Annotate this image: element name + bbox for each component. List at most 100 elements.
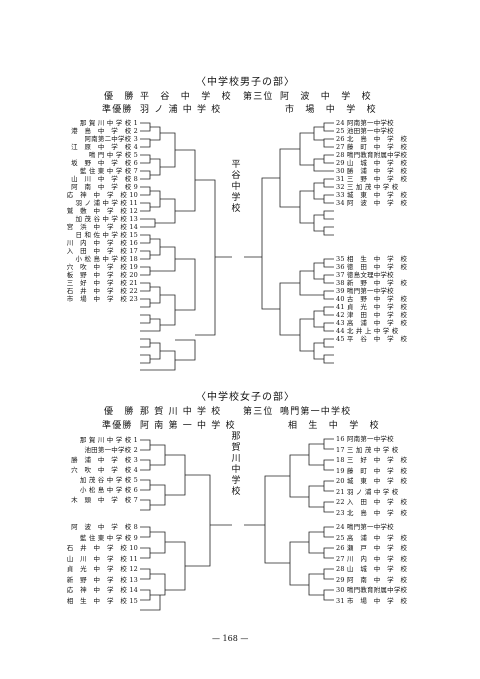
team-entry: 26 瀬 戸 中 学 校 [336,544,408,552]
team-entry: 34 阿 波 中 学 校 [336,199,408,207]
team-entry: 43 高 浦 中 学 校 [336,319,408,327]
team-entry: 石 井 中 学 校 10 [66,544,138,552]
team-entry: 27 藤 町 中 学 校 [336,143,408,151]
team-entry: 39 鳴門第一中学校 [336,287,394,295]
girls-third-1: 鳴門第一中学校 [280,407,352,417]
team-entry: 石 井 中 学 校 22 [66,287,138,295]
team-entry: 28 鳴門教育附属中学校 [336,151,408,159]
team-entry: 穴 吹 中 学 校 4 [71,466,138,474]
team-entry: 鳴 門 中 学 校 5 [88,151,138,159]
team-entry: 小 松 島 中 学 校 6 [79,486,138,494]
team-entry: 31 三 野 中 学 校 [336,175,408,183]
team-entry: 31 市 場 中 学 校 [336,596,408,605]
boys-right-team-list-bottom: 35 相 生 中 学 校 36 徳 田 中 学 校 37 徳島文理中学校 38 … [336,255,436,343]
team-entry: 市 場 中 学 校 23 [66,295,138,303]
team-entry: 45 平 谷 中 学 校 [336,335,408,343]
team-entry: 応 神 中 学 校 14 [66,586,138,594]
team-entry: 41 貞 光 中 学 校 [336,303,408,311]
girls-third-2: 相 生 中 学 校 [288,421,380,431]
team-entry: 阿 波 中 学 校 8 [71,523,138,531]
boys-runner: 羽 ノ 浦 中 学 校 [140,105,222,115]
team-entry: 40 古 野 中 学 校 [336,295,408,303]
team-entry: 32 三 加 茂 中 学 校 [336,183,399,191]
team-entry: 入 田 中 学 校 17 [66,247,138,255]
team-entry: 藍 住 東 中 学 校 9 [79,533,138,542]
girls-champion-vertical: 那賀川中学校 [231,432,241,497]
team-entry: 板 野 中 学 校 20 [66,271,138,279]
team-entry: 貞 光 中 学 校 12 [66,565,138,573]
team-entry: 加 茂 谷 中 学 校 13 [75,215,138,223]
team-entry: 那 賀 川 中 学 校 1 [79,119,138,127]
team-entry: 18 三 好 中 学 校 [336,456,408,464]
girls-right-team-list-top: 16 阿南第一中学校 17 三 加 茂 中 学 校 18 三 好 中 学 校 1… [336,434,436,518]
team-entry: 山 川 中 学 校 11 [66,554,138,563]
team-entry: 山 川 中 学 校 8 [71,175,138,183]
team-entry: 44 北 井 上 中 学 校 [336,327,399,335]
team-entry: 小 松 島 中 学 校 18 [75,255,138,263]
team-entry: 16 阿南第一中学校 [336,435,394,443]
boys-champion-vertical: 平谷中学校 [231,160,241,214]
team-entry: 宮 浜 中 学 校 14 [66,223,138,231]
team-entry: 藍 住 東 中 学 校 7 [79,167,138,175]
boys-third-1: 阿 波 中 学 校 [280,92,372,102]
team-entry: 坂 野 中 学 校 6 [71,159,138,167]
team-entry: 23 北 島 中 学 校 [336,508,408,517]
team-entry: 鷲 敷 中 学 校 12 [66,207,138,215]
team-entry: 日 和 佐 中 学 校 15 [75,231,138,239]
team-entry: 新 野 中 学 校 13 [66,575,138,584]
girls-winner: 那 賀 川 中 学 校 [140,407,222,417]
team-entry: 30 鳴門教育附属中学校 [336,586,408,594]
girls-right-team-list-bottom: 24 鳴門第一中学校 25 高 浦 中 学 校 26 瀬 戸 中 学 校 27 … [336,522,436,606]
team-entry: 25 高 浦 中 学 校 [336,533,408,542]
team-entry: 42 津 田 中 学 校 [336,311,408,319]
team-entry: 勝 浦 中 学 校 3 [71,456,138,464]
boys-third-2: 市 場 中 学 校 [285,105,377,115]
team-entry: 阿 南 中 学 校 9 [71,183,138,191]
team-entry: 19 藤 町 中 学 校 [336,466,408,475]
team-entry: 17 三 加 茂 中 学 校 [336,445,399,454]
girls-runner-label: 準優勝 [102,421,133,431]
team-entry: 27 川 内 中 学 校 [336,554,408,563]
team-entry: 羽 ノ 浦 中 学 校 11 [75,199,138,207]
team-entry: 24 鳴門第一中学校 [336,523,394,531]
boys-right-team-list-top: 24 阿南第一中学校 25 池田第一中学校 26 北 島 中 学 校 27 藤 … [336,119,436,207]
girls-heading: 〈中学校女子の部〉 [196,392,295,403]
team-entry: 28 山 城 中 学 校 [336,565,408,573]
boys-winner-label: 優 勝 [104,92,135,102]
team-entry: 25 池田第一中学校 [336,127,394,135]
boys-third-label: 第三位 [243,92,274,102]
team-entry: 穴 吹 中 学 校 19 [66,263,138,271]
girls-left-team-list-bottom: 阿 波 中 学 校 8 藍 住 東 中 学 校 9 石 井 中 学 校 10 山… [48,522,138,606]
team-entry: 港 島 中 学 校 2 [71,127,138,135]
team-entry: 加 茂 谷 中 学 校 5 [79,476,138,484]
team-entry: 21 羽 ノ 浦 中 学 校 [336,487,399,496]
team-entry: 29 阿 南 中 学 校 [336,575,408,584]
team-entry: 那 賀 川 中 学 校 1 [79,436,138,444]
team-entry: 江 原 中 学 校 4 [71,143,138,151]
team-entry: 相 生 中 学 校 15 [66,596,138,605]
boys-left-team-list: 那 賀 川 中 学 校 1 港 島 中 学 校 2 阿南第二中学校 3 江 原 … [48,119,138,303]
girls-third-label: 第三位 [243,407,274,417]
team-entry: 木 頭 中 学 校 7 [71,496,138,504]
page-number: — 168 — [212,634,249,643]
team-entry: 三 好 中 学 校 21 [66,279,138,287]
team-entry: 池田第一中学校 2 [84,446,138,454]
team-entry: 38 新 野 中 学 校 [336,279,408,287]
boys-winner: 平 谷 中 学 校 [140,92,232,102]
boys-heading: 〈中学校男子の部〉 [196,77,295,88]
team-entry: 30 勝 浦 中 学 校 [336,167,408,175]
team-entry: 37 徳島文理中学校 [336,271,394,279]
team-entry: 36 徳 田 中 学 校 [336,263,408,271]
team-entry: 26 北 島 中 学 校 [336,135,408,143]
team-entry: 22 入 田 中 学 校 [336,498,408,506]
girls-runner: 阿 南 第 一 中 学 校 [140,421,236,431]
team-entry: 20 城 東 中 学 校 [336,477,408,485]
team-entry: 応 神 中 学 校 10 [66,191,138,199]
team-entry: 33 城 東 中 学 校 [336,191,408,199]
team-entry: 29 山 城 中 学 校 [336,159,408,167]
boys-runner-label: 準優勝 [102,105,133,115]
girls-left-team-list-top: 那 賀 川 中 学 校 1 池田第一中学校 2 勝 浦 中 学 校 3 穴 吹 … [48,435,138,505]
girls-winner-label: 優 勝 [104,407,135,417]
team-entry: 24 阿南第一中学校 [336,119,394,127]
